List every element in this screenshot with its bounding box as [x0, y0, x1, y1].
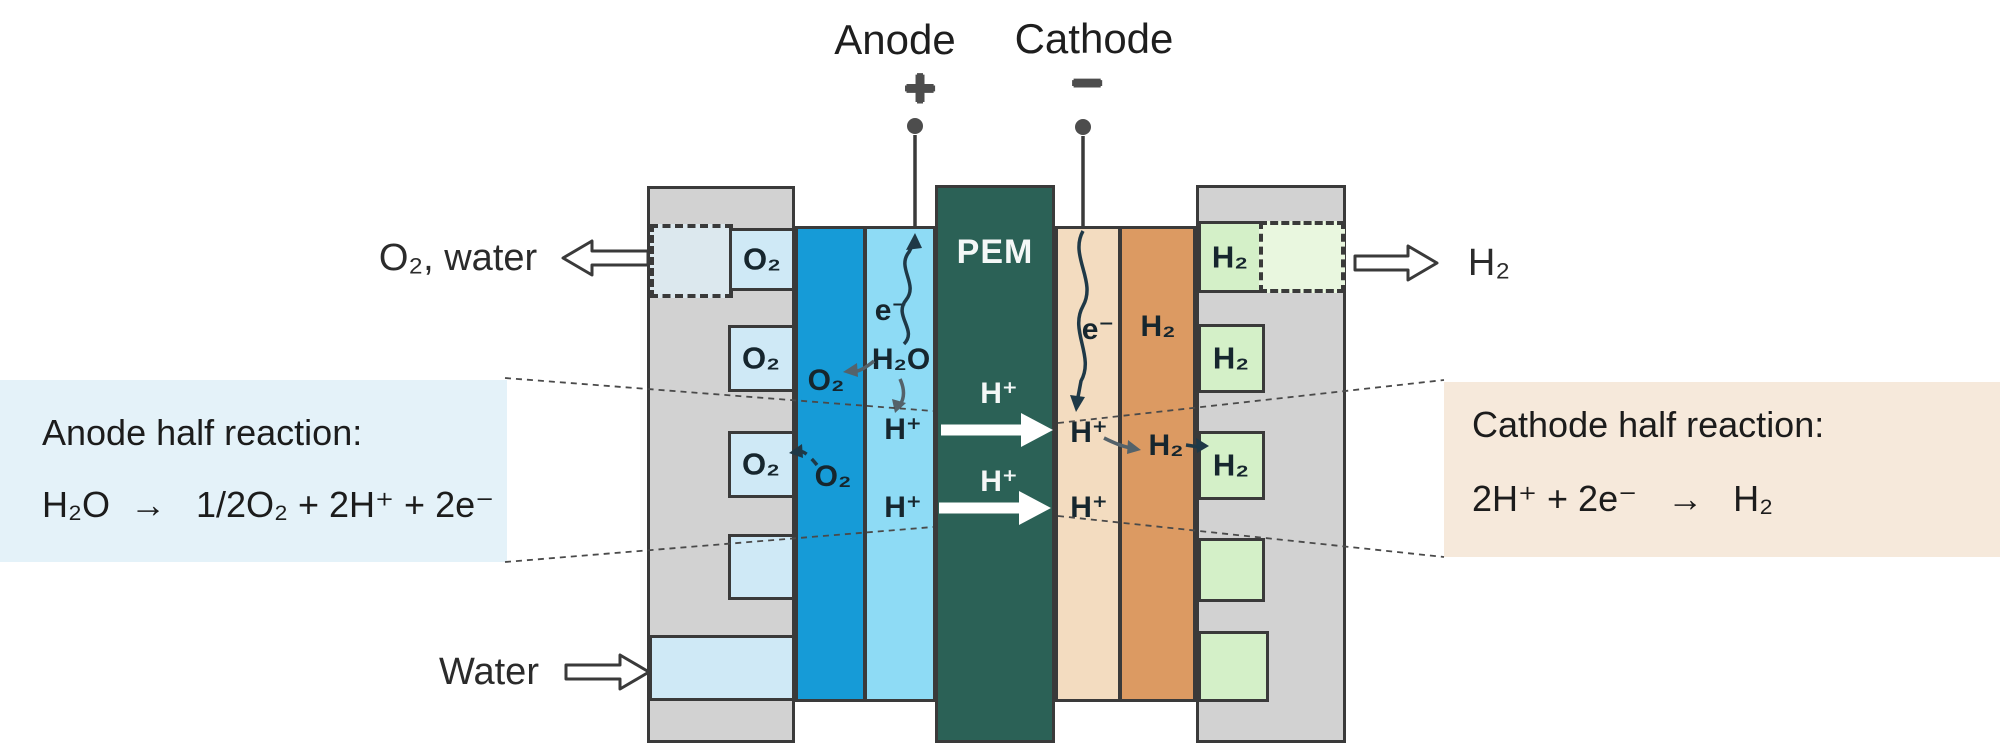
cathode-proton-bottom-label: H⁺ [1070, 491, 1108, 524]
pem-membrane [935, 185, 1055, 743]
anode-proton-top-label: H⁺ [884, 413, 922, 446]
water-inlet-label: Water [439, 651, 539, 693]
cathode-reaction-box: Cathode half reaction: 2H⁺ + 2e⁻ → H₂ [1444, 382, 2000, 557]
cathode-h2-formed-label: H₂ [1148, 429, 1184, 462]
h2-channel-1-label: H₂ [1211, 239, 1249, 275]
cathode-terminal-dot [1075, 119, 1091, 135]
o2-channel-3 [728, 431, 795, 498]
h2-channel-3 [1198, 431, 1265, 500]
cathode-gas-diffusion-layer [1119, 226, 1196, 702]
cathode-h2-layer-label: H₂ [1140, 310, 1176, 343]
pem-proton-top-label: H⁺ [980, 377, 1018, 410]
h2-channel-3-label: H₂ [1212, 447, 1250, 483]
o2-water-outlet-label: O₂, water [378, 237, 538, 279]
anode-catalyst-layer [864, 226, 936, 702]
anode-reaction-title: Anode half reaction: [42, 412, 363, 453]
anode-dashed-unit-cell [650, 224, 733, 298]
anode-terminal-dot [907, 118, 923, 134]
o2-water-out-arrow [561, 239, 650, 277]
cathode-catalyst-layer [1055, 226, 1121, 702]
cathode-terminal-label: Cathode [1014, 15, 1174, 62]
anode-free-o2-upper-label: O₂ [807, 364, 845, 397]
anode-terminal-label: Anode [834, 16, 956, 63]
o2-channel-4 [728, 534, 795, 600]
anode-electron-label: e⁻ [874, 294, 908, 327]
h2-channel-5 [1198, 631, 1269, 702]
o2-channel-2-label: O₂ [742, 340, 780, 376]
cathode-electron-label: e⁻ [1081, 313, 1115, 346]
plus-icon: + [904, 58, 936, 118]
h2-channel-1 [1198, 221, 1262, 293]
anode-proton-bottom-label: H⁺ [884, 491, 922, 524]
h2-channel-2-label: H₂ [1212, 340, 1250, 376]
anode-water-label: H₂O [871, 343, 931, 376]
water-in-arrow [564, 653, 651, 691]
anode-reaction-equation: H₂O → 1/2O₂ + 2H⁺ + 2e⁻ [42, 484, 495, 525]
o2-channel-3-label: O₂ [742, 446, 780, 482]
cathode-reaction-equation: 2H⁺ + 2e⁻ → H₂ [1472, 478, 1774, 519]
anode-free-o2-lower-label: O₂ [814, 460, 852, 493]
o2-channel-1-label: O₂ [743, 241, 781, 277]
h2-outlet-label: H₂ [1467, 242, 1511, 284]
cathode-proton-top-label: H⁺ [1070, 416, 1108, 449]
anode-reaction-box: Anode half reaction: H₂O → 1/2O₂ + 2H⁺ +… [0, 380, 507, 562]
pem-label: PEM [956, 233, 1034, 271]
water-inlet-channel [649, 635, 795, 701]
o2-channel-1 [729, 228, 795, 291]
pem-proton-bottom-label: H⁺ [980, 465, 1018, 498]
cathode-reaction-title: Cathode half reaction: [1472, 404, 1825, 445]
minus-icon: − [1071, 53, 1103, 113]
cathode-dashed-unit-cell [1259, 221, 1345, 293]
h2-out-arrow [1353, 244, 1439, 282]
h2-channel-4 [1198, 538, 1265, 602]
